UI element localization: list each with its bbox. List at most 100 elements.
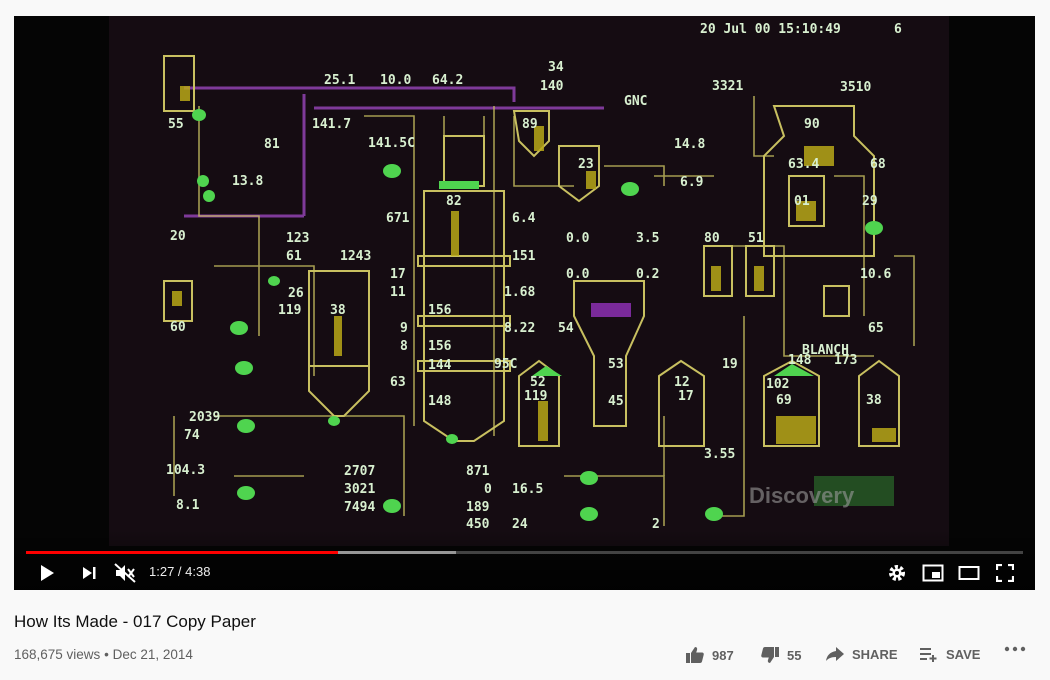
hud-readout: 61 [286, 249, 302, 264]
hud-readout: 8.1 [176, 498, 200, 513]
hud-readout: 24 [512, 517, 528, 532]
hud-readout: 189 [466, 500, 489, 515]
hud-readout: 450 [466, 517, 490, 532]
hud-readout: 151 [512, 249, 536, 264]
theater-mode-button[interactable] [956, 560, 982, 586]
hud-readout: 140 [540, 79, 564, 94]
hud-readout: 95C [494, 357, 517, 372]
hud-readout: 38 [866, 393, 882, 408]
hud-readout: 3.55 [704, 447, 735, 462]
add-to-playlist-icon [920, 648, 937, 662]
hud-readout: 12 [674, 375, 690, 390]
hud-readout: 60 [170, 320, 186, 335]
control-room-schematic: 20 Jul 00 15:10:49 6 25.1 10.0 64.2 34 1… [14, 16, 1035, 590]
hud-readout: 671 [386, 211, 410, 226]
next-button[interactable] [76, 560, 102, 586]
hud-readout: 2039 [189, 410, 220, 425]
hud-readout: 19 [722, 357, 738, 372]
player-controls: 1:27 / 4:38 [14, 556, 1035, 590]
hud-readout: 80 [704, 231, 720, 246]
hud-readout: 14.8 [674, 137, 705, 152]
hud-readout: 3321 [712, 79, 743, 94]
like-button[interactable]: 987 [685, 646, 734, 664]
share-arrow-icon [826, 647, 844, 661]
dislike-button[interactable]: 55 [760, 646, 801, 664]
hud-readout: 1243 [340, 249, 371, 264]
hud-readout: 17 [678, 389, 694, 404]
thumbs-up-icon [686, 647, 704, 663]
hud-readout: 68 [870, 157, 886, 172]
hud-readout: 29 [862, 194, 878, 209]
hud-readout: 82 [446, 194, 462, 209]
hud-readout: 148 [788, 353, 812, 368]
hud-readout: 11 [390, 285, 406, 300]
hud-readout: 0.0 [566, 231, 590, 246]
hud-readout: 10.6 [860, 267, 891, 282]
hud-readout: 53 [608, 357, 624, 372]
hud-readout: 144 [428, 358, 452, 373]
hud-readout: 2707 [344, 464, 375, 479]
share-label: SHARE [852, 646, 898, 662]
hud-readout: 6.9 [680, 175, 703, 190]
play-icon [41, 565, 54, 581]
video-player[interactable]: 20 Jul 00 15:10:49 6 25.1 10.0 64.2 34 1… [14, 16, 1035, 590]
hud-readout: 9 [400, 321, 408, 336]
hud-readout: 69 [776, 393, 792, 408]
hud-readout: 141.7 [312, 117, 351, 132]
hud-readout: 13.8 [232, 174, 263, 189]
hud-readout: 3.5 [636, 231, 659, 246]
time-display: 1:27 / 4:38 [149, 564, 211, 579]
played-progress [26, 551, 339, 554]
hud-readout: 64.2 [432, 73, 463, 88]
hud-readout: 25.1 [324, 73, 355, 88]
hud-readout: 156 [428, 303, 452, 318]
hud-readout: 148 [428, 394, 452, 409]
hud-readout: 20 [170, 229, 186, 244]
volume-muted-icon [114, 563, 136, 583]
hud-readout: 119 [278, 303, 301, 318]
share-button[interactable]: SHARE [825, 646, 898, 662]
miniplayer-icon [922, 564, 944, 582]
hud-readout: 45 [608, 394, 624, 409]
hud-readout: 55 [168, 117, 184, 132]
hud-readout: 141.5C [368, 136, 415, 151]
hud-readout: 81 [264, 137, 280, 152]
hud-readout: 1.68 [504, 285, 535, 300]
hud-readout: 0.0 [566, 267, 590, 282]
hud-readout: 38 [330, 303, 346, 318]
hud-readout: 7494 [344, 500, 375, 515]
fullscreen-icon [996, 564, 1014, 582]
video-frame[interactable]: 20 Jul 00 15:10:49 6 25.1 10.0 64.2 34 1… [14, 16, 1035, 590]
play-button[interactable] [34, 560, 60, 586]
fullscreen-button[interactable] [992, 560, 1018, 586]
settings-button[interactable] [884, 560, 910, 586]
progress-bar[interactable] [26, 551, 1023, 554]
hud-readout: 10.0 [380, 73, 411, 88]
save-button[interactable]: SAVE [919, 646, 980, 662]
controls-scrim [14, 530, 1035, 590]
video-title: How Its Made - 017 Copy Paper [14, 612, 256, 631]
more-actions-button[interactable] [1004, 646, 1033, 652]
action-bar: 987 55 SHARE SAVE [0, 646, 1050, 668]
hud-readout: 156 [428, 339, 452, 354]
hud-readout: 01 [794, 194, 810, 209]
hud-readout: 89 [522, 117, 538, 132]
mute-button[interactable] [112, 560, 138, 586]
dislike-count: 55 [787, 647, 802, 663]
hud-readout: 2 [652, 517, 660, 532]
view-count: 168,675 views [14, 647, 101, 662]
hud-readout: 8 [400, 339, 408, 354]
hud-readout: 3021 [344, 482, 375, 497]
meta-separator: • [104, 647, 109, 662]
gear-icon [889, 565, 905, 581]
hud-readout: 104.3 [166, 463, 205, 478]
thumbs-down-icon [761, 647, 779, 663]
hud-readout: 17 [390, 267, 406, 282]
hud-readout: BLANCH [802, 343, 849, 358]
hud-readout: 123 [286, 231, 309, 246]
video-meta: 168,675 views • Dec 21, 2014 [14, 647, 193, 662]
hud-readout: 65 [868, 321, 884, 336]
hud-readout: 52 [530, 375, 546, 390]
miniplayer-button[interactable] [920, 560, 946, 586]
hud-readout: 16.5 [512, 482, 543, 497]
